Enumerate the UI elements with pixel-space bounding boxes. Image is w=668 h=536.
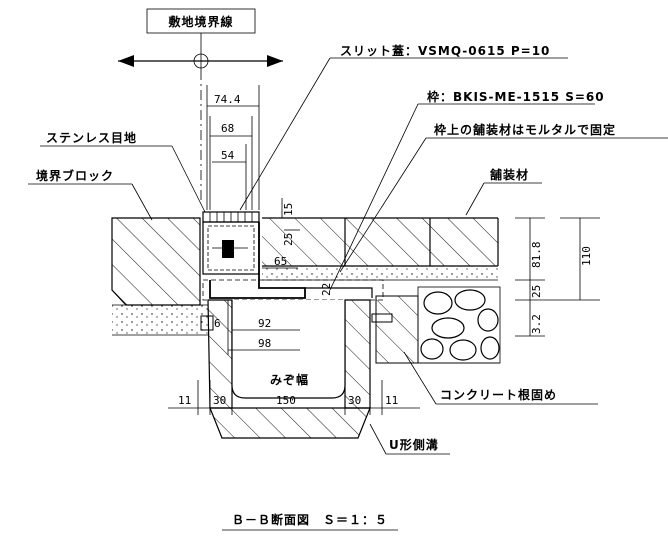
dim-30b: 30	[348, 394, 361, 407]
dim-98: 98	[258, 337, 271, 350]
slit-cover-label: スリット蓋：VSMQ-0615 P=10	[340, 43, 550, 58]
concrete-footing-callout: コンクリート根固め	[403, 351, 598, 405]
dim-54: 54	[221, 149, 235, 162]
dim-6: 6	[214, 317, 221, 330]
section-title-block: Ｂ－Ｂ断面図 Ｓ＝１：５	[222, 512, 398, 531]
dim-3-2: 3.2	[530, 314, 543, 334]
dim-25a: 25	[282, 233, 295, 246]
top-dimensions: 74.4 68 54	[206, 85, 260, 210]
boundary-block	[111, 217, 208, 336]
u-gutter	[200, 299, 393, 439]
stainless-joint-callout: ステンレス目地	[40, 130, 207, 215]
dim-68: 68	[221, 122, 234, 135]
dim-74-4: 74.4	[214, 93, 241, 106]
dim-15: 15	[282, 203, 295, 216]
paving-slab	[262, 217, 499, 281]
right-dimensions: 15 25 81.8 25 3.2 110	[281, 198, 600, 337]
boundary-block-callout: 境界ブロック	[28, 168, 153, 221]
anchor-bolt-icon	[222, 240, 234, 258]
section-title: Ｂ－Ｂ断面図 Ｓ＝１：５	[232, 512, 388, 527]
u-gutter-label: U形側溝	[389, 437, 439, 452]
frame-paving-note: 枠上の舗装材はモルタルで固定	[434, 122, 616, 137]
boundary-line-label: 敷地境界線	[168, 14, 233, 29]
dim-22: 22	[320, 283, 333, 296]
paving-material-label: 舗装材	[489, 167, 529, 182]
ditch-width-label: みぞ幅	[270, 372, 309, 387]
gutter-dimensions: 6 92 98 みぞ幅 11 30 150 30 11	[168, 300, 420, 415]
arrow-left-icon	[118, 55, 134, 67]
concrete-footing	[375, 295, 500, 364]
dim-81-8: 81.8	[530, 242, 543, 269]
frame-label: 枠：BKIS-ME-1515 S=60	[427, 89, 605, 104]
dim-30a: 30	[213, 394, 226, 407]
arrow-right-icon	[267, 55, 283, 67]
slit-cover-callout: スリット蓋：VSMQ-0615 P=10	[239, 43, 568, 211]
concrete-footing-label: コンクリート根固め	[440, 387, 557, 402]
dim-11b: 11	[385, 394, 398, 407]
stainless-joint-label: ステンレス目地	[46, 130, 137, 145]
u-gutter-callout: U形側溝	[369, 423, 450, 455]
dim-25b: 25	[530, 285, 543, 298]
dim-110: 110	[580, 246, 593, 266]
rock-fill	[417, 286, 501, 364]
dim-150: 150	[276, 394, 296, 407]
boundary-line-marker: 敷地境界線	[118, 8, 283, 200]
paving-callout: 舗装材	[465, 167, 542, 216]
dim-92: 92	[258, 317, 271, 330]
frame-profile	[209, 222, 306, 299]
boundary-block-label: 境界ブロック	[36, 168, 114, 183]
dim-65: 65	[274, 255, 287, 268]
dim-11a: 11	[178, 394, 191, 407]
